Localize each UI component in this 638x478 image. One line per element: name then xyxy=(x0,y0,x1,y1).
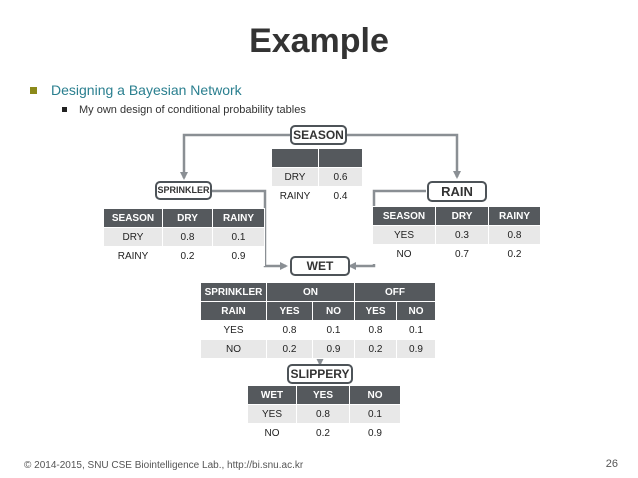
table-header-cell: NO xyxy=(396,301,436,321)
table-header-cell: OFF xyxy=(354,282,436,302)
table-header-cell: DRY xyxy=(435,206,489,226)
table-header-cell: RAINY xyxy=(488,206,541,226)
table-header-row xyxy=(271,148,363,168)
bullet-main: Designing a Bayesian Network xyxy=(30,82,242,98)
table-cell: 0.7 xyxy=(435,244,489,264)
table-row: NO 0.2 0.9 xyxy=(247,423,401,443)
table-header-cell: DRY xyxy=(162,208,213,228)
table-cell: YES xyxy=(200,320,267,340)
table-header-cell: SPRINKLER xyxy=(200,282,267,302)
bullet-sub: My own design of conditional probability… xyxy=(62,104,306,116)
table-header-cell xyxy=(318,148,363,168)
table-cell: 0.2 xyxy=(354,339,397,359)
table-cell: YES xyxy=(247,404,297,424)
table-header-cell: YES xyxy=(296,385,350,405)
node-slippery: SLIPPERY xyxy=(287,364,353,384)
table-header-row: SEASON DRY RAINY xyxy=(372,206,541,226)
table-header-row: SEASON DRY RAINY xyxy=(103,208,265,228)
table-header-row: WET YES NO xyxy=(247,385,401,405)
bullet-square-icon xyxy=(30,86,37,94)
arrow-season-to-sprinkler xyxy=(180,133,290,180)
table-cell: RAINY xyxy=(271,186,319,206)
table-cell: 0.9 xyxy=(396,339,436,359)
node-season: SEASON xyxy=(290,125,347,145)
table-header-cell: WET xyxy=(247,385,297,405)
wet-cpt: SPRINKLER ON OFF RAIN YES NO YES NO YES … xyxy=(200,282,436,359)
rain-cpt: SEASON DRY RAINY YES 0.3 0.8 NO 0.7 0.2 xyxy=(372,206,541,264)
table-row: NO 0.2 0.9 0.2 0.9 xyxy=(200,339,436,359)
node-rain: RAIN xyxy=(427,181,487,202)
table-cell: NO xyxy=(247,423,297,443)
table-cell: 0.1 xyxy=(396,320,436,340)
table-header-row: RAIN YES NO YES NO xyxy=(200,301,436,321)
node-sprinkler: SPRINKLER xyxy=(155,181,212,200)
table-cell: 0.2 xyxy=(296,423,350,443)
table-row: RAINY 0.2 0.9 xyxy=(103,246,265,266)
arrow-season-to-rain xyxy=(346,133,461,179)
table-cell: 0.6 xyxy=(318,167,363,187)
bullet-main-text: Designing a Bayesian Network xyxy=(51,82,242,98)
table-header-cell: ON xyxy=(266,282,355,302)
table-row: NO 0.7 0.2 xyxy=(372,244,541,264)
table-cell: 0.9 xyxy=(349,423,401,443)
table-row: YES 0.3 0.8 xyxy=(372,225,541,245)
table-cell: 0.8 xyxy=(488,225,541,245)
table-cell: YES xyxy=(372,225,436,245)
table-header-row: SPRINKLER ON OFF xyxy=(200,282,436,302)
table-cell: 0.1 xyxy=(212,227,265,247)
table-cell: 0.2 xyxy=(266,339,313,359)
table-header-cell xyxy=(271,148,319,168)
table-header-cell: SEASON xyxy=(103,208,163,228)
table-header-cell: RAIN xyxy=(200,301,267,321)
slippery-cpt: WET YES NO YES 0.8 0.1 NO 0.2 0.9 xyxy=(247,385,401,443)
table-cell: NO xyxy=(200,339,267,359)
table-header-cell: RAINY xyxy=(212,208,265,228)
table-cell: NO xyxy=(372,244,436,264)
table-header-cell: YES xyxy=(354,301,397,321)
table-cell: 0.3 xyxy=(435,225,489,245)
table-cell: 0.8 xyxy=(162,227,213,247)
sprinkler-cpt: SEASON DRY RAINY DRY 0.8 0.1 RAINY 0.2 0… xyxy=(103,208,265,266)
table-cell: 0.4 xyxy=(318,186,363,206)
table-cell: 0.1 xyxy=(312,320,355,340)
table-cell: RAINY xyxy=(103,246,163,266)
slide-title: Example xyxy=(249,22,389,60)
table-row: YES 0.8 0.1 0.8 0.1 xyxy=(200,320,436,340)
table-header-cell: YES xyxy=(266,301,313,321)
table-cell: DRY xyxy=(271,167,319,187)
table-row: DRY 0.6 xyxy=(271,167,363,187)
bullet-sub-text: My own design of conditional probability… xyxy=(79,104,306,116)
table-cell: 0.2 xyxy=(162,246,213,266)
node-wet: WET xyxy=(290,256,350,276)
table-cell: 0.9 xyxy=(212,246,265,266)
table-cell: 0.8 xyxy=(266,320,313,340)
table-row: DRY 0.8 0.1 xyxy=(103,227,265,247)
table-header-cell: SEASON xyxy=(372,206,436,226)
table-row: RAINY 0.4 xyxy=(271,186,363,206)
table-cell: 0.8 xyxy=(354,320,397,340)
page-number: 26 xyxy=(605,458,618,470)
table-cell: 0.1 xyxy=(349,404,401,424)
footer-copyright: © 2014-2015, SNU CSE Biointelligence Lab… xyxy=(24,460,304,471)
table-row: YES 0.8 0.1 xyxy=(247,404,401,424)
season-cpt: DRY 0.6 RAINY 0.4 xyxy=(271,148,363,206)
table-cell: DRY xyxy=(103,227,163,247)
table-header-cell: NO xyxy=(312,301,355,321)
table-cell: 0.2 xyxy=(488,244,541,264)
arrow-sprinkler-to-wet xyxy=(212,189,288,270)
table-cell: 0.9 xyxy=(312,339,355,359)
table-header-cell: NO xyxy=(349,385,401,405)
bullet-square-small-icon xyxy=(62,106,67,112)
table-cell: 0.8 xyxy=(296,404,350,424)
